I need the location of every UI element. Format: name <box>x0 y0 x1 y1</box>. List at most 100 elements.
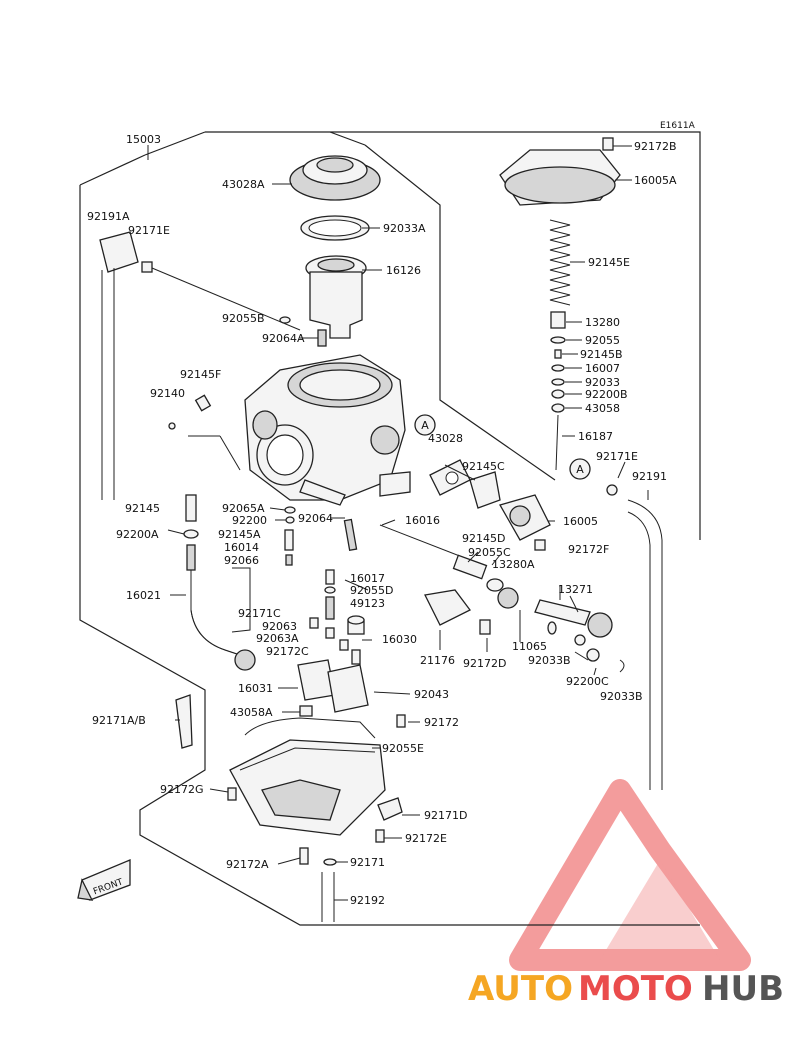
part-label: 13280A <box>492 558 535 571</box>
part-label: 92192 <box>350 894 385 907</box>
part-label: 15003 <box>126 133 161 146</box>
part-label: 13271 <box>558 583 593 596</box>
spring-92145e <box>549 219 571 306</box>
part-label: 92200C <box>566 675 609 688</box>
frame-inner-right <box>364 144 556 481</box>
part-label: 92145B <box>580 348 623 361</box>
hose-92191a <box>99 231 139 500</box>
part-43058a <box>299 705 313 717</box>
part-label: 92055D <box>350 584 393 597</box>
part-label: 92145A <box>218 528 261 541</box>
part-label: 92055E <box>382 742 424 755</box>
callout-a-right-text: A <box>576 463 584 476</box>
watermark-logo <box>509 779 751 971</box>
part-label: 43028 <box>428 432 463 445</box>
carburetor-body <box>244 354 411 506</box>
part-label: 92063 <box>262 620 297 633</box>
diaphragm-cover <box>289 155 381 201</box>
part-label: 92145D <box>462 532 505 545</box>
throttle-assembly <box>424 554 625 673</box>
watermark-triangle-inner <box>600 860 720 960</box>
screw-92172a <box>299 847 309 865</box>
part-label: 92033 <box>585 376 620 389</box>
part-labels: 15003 43028A 92033A 16126 92191A 92171E … <box>87 133 677 907</box>
callout-a-left: A <box>414 414 436 436</box>
ring-92055b <box>279 316 291 324</box>
part-label: 16030 <box>382 633 417 646</box>
front-direction-indicator: FRONT <box>77 859 131 901</box>
part-label: 92145E <box>588 256 630 269</box>
callout-a-left-text: A <box>421 419 429 432</box>
part-label: 16031 <box>238 682 273 695</box>
part-label: 92145C <box>462 460 505 473</box>
part-label: 92065A <box>222 502 265 515</box>
part-label: 92055C <box>468 546 511 559</box>
watermark-wordmark: AUTO MOTO HUB <box>468 969 784 1009</box>
hose-92191 <box>606 484 663 790</box>
part-label: 92172G <box>160 783 204 796</box>
part-label: 92191 <box>632 470 667 483</box>
clip-92171 <box>323 858 337 866</box>
needle-stack-right <box>550 311 566 471</box>
part-label: 92200A <box>116 528 159 541</box>
frame-top-left-link <box>144 131 206 156</box>
part-label: 92172F <box>568 543 609 556</box>
part-label: 16014 <box>224 541 259 554</box>
clip-92171ab <box>175 694 193 749</box>
gasket-92055e <box>244 717 376 739</box>
accelerator-pump-assembly <box>379 459 551 561</box>
part-label: 92064 <box>298 512 333 525</box>
diagram-code: E1611A <box>660 121 696 131</box>
part-label: 92200 <box>232 514 267 527</box>
leader-lines <box>147 145 649 901</box>
part-label: 92200B <box>585 388 628 401</box>
part-label: 92172E <box>405 832 447 845</box>
clip-92171c <box>231 567 251 633</box>
frame-top-right <box>205 131 701 540</box>
part-label: 92172C <box>266 645 309 658</box>
frame-inner-link <box>329 131 366 146</box>
part-label: 92145F <box>180 368 221 381</box>
watermark-auto-text: AUTO <box>468 969 573 1009</box>
drain-hose-92192 <box>321 872 335 922</box>
watermark-moto-text: MOTO <box>578 969 693 1009</box>
part-label: 21176 <box>420 654 455 667</box>
frame-left-bottom <box>79 185 700 926</box>
part-label: 16005 <box>563 515 598 528</box>
part-label: 92171E <box>128 224 170 237</box>
screw-92140 <box>168 422 176 430</box>
part-label: 92043 <box>414 688 449 701</box>
clip-92171e-left <box>141 261 153 273</box>
part-label: 92191A <box>87 210 130 223</box>
choke-plunger-assembly <box>183 494 256 671</box>
part-label: 16016 <box>405 514 440 527</box>
part-label: 92055 <box>585 334 620 347</box>
part-label: 92172D <box>463 657 506 670</box>
part-label: 13280 <box>585 316 620 329</box>
part-label: 92171D <box>424 809 467 822</box>
o-ring-92033a <box>300 215 370 241</box>
clip-92171d <box>377 797 403 821</box>
float-bowl <box>229 739 386 836</box>
top-cap-16005a <box>499 137 621 206</box>
part-label: 92172 <box>424 716 459 729</box>
part-label: 92172B <box>634 140 677 153</box>
part-label: 43028A <box>222 178 265 191</box>
screw-92172g <box>227 787 237 801</box>
screw-92172 <box>396 714 406 728</box>
part-label: 16021 <box>126 589 161 602</box>
part-label: 49123 <box>350 597 385 610</box>
part-label: 92171A/B <box>92 714 146 727</box>
watermark-triangle-shape <box>509 779 751 971</box>
part-label: 92171E <box>596 450 638 463</box>
part-label: 11065 <box>512 640 547 653</box>
part-label: 92066 <box>224 554 259 567</box>
part-label: 92033B <box>600 690 643 703</box>
part-label: 16005A <box>634 174 677 187</box>
part-label: 43058 <box>585 402 620 415</box>
part-label: 92064A <box>262 332 305 345</box>
spring-92145f <box>194 394 212 412</box>
part-label: 16187 <box>578 430 613 443</box>
